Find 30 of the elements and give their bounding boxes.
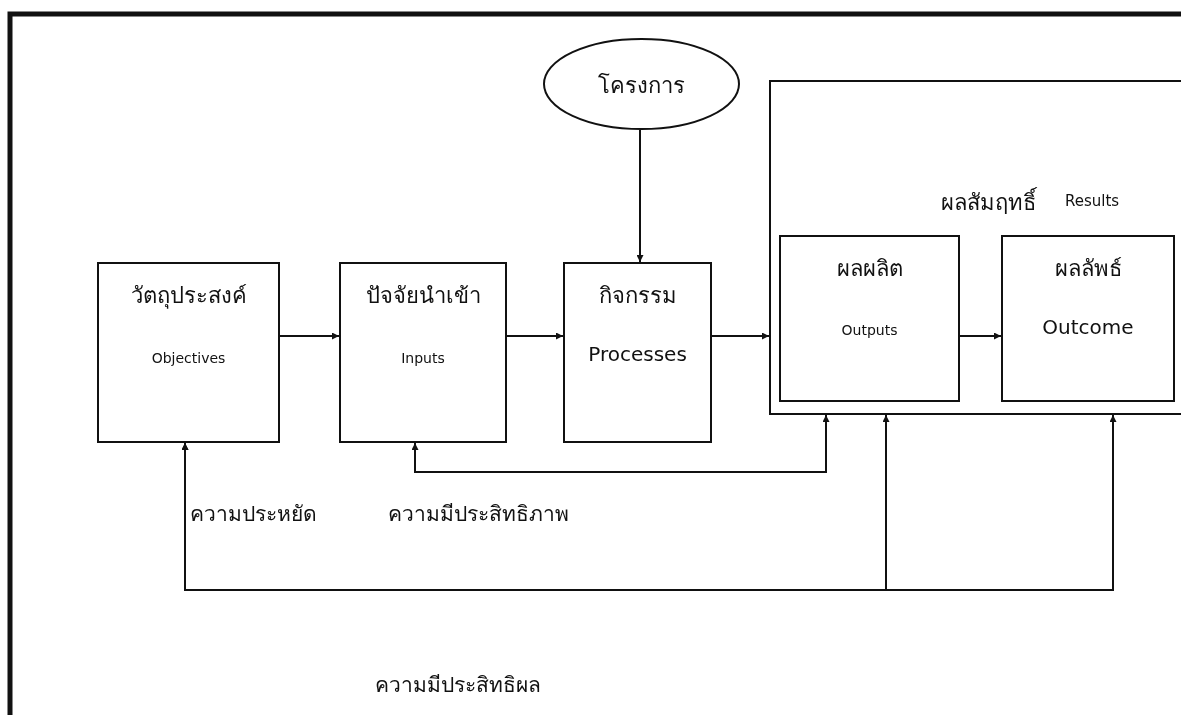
annotation-label: ความมีประสิทธิผล	[375, 672, 541, 699]
box-subtitle: Processes	[587, 342, 688, 366]
arrow	[711, 332, 770, 340]
box-subtitle: Inputs	[400, 350, 446, 366]
process-box	[779, 235, 960, 402]
process-box	[1001, 235, 1175, 402]
box-subtitle: Results	[1065, 192, 1120, 210]
box-heading: วัตถุประสงค์	[129, 282, 248, 311]
process-box	[339, 262, 507, 443]
arrow	[279, 332, 340, 340]
arrow	[411, 414, 830, 473]
process-box	[563, 262, 712, 443]
annotation-label: ความมีประสิทธิภาพ	[388, 501, 569, 528]
box-subtitle: Outputs	[840, 322, 899, 338]
annotation-label: ความประหยัด	[190, 501, 317, 528]
arrow	[959, 332, 1002, 340]
arrow	[636, 129, 644, 263]
arrow	[181, 414, 1117, 591]
arrow	[506, 332, 564, 340]
box-subtitle: Outcome	[1041, 315, 1135, 339]
box-heading: กิจกรรม	[597, 282, 678, 310]
box-subtitle: Objectives	[150, 350, 227, 366]
box-heading: ผลสัมฤทธิ์	[941, 185, 1036, 220]
box-heading: ผลผลิต	[835, 255, 904, 283]
box-heading: ปัจจัยนำเข้า	[364, 282, 482, 310]
process-box	[97, 262, 280, 443]
results-container	[769, 80, 1181, 415]
box-heading: ผลลัพธ์	[1053, 255, 1123, 283]
project-ellipse	[543, 38, 740, 130]
box-heading: โครงการ	[597, 72, 686, 100]
